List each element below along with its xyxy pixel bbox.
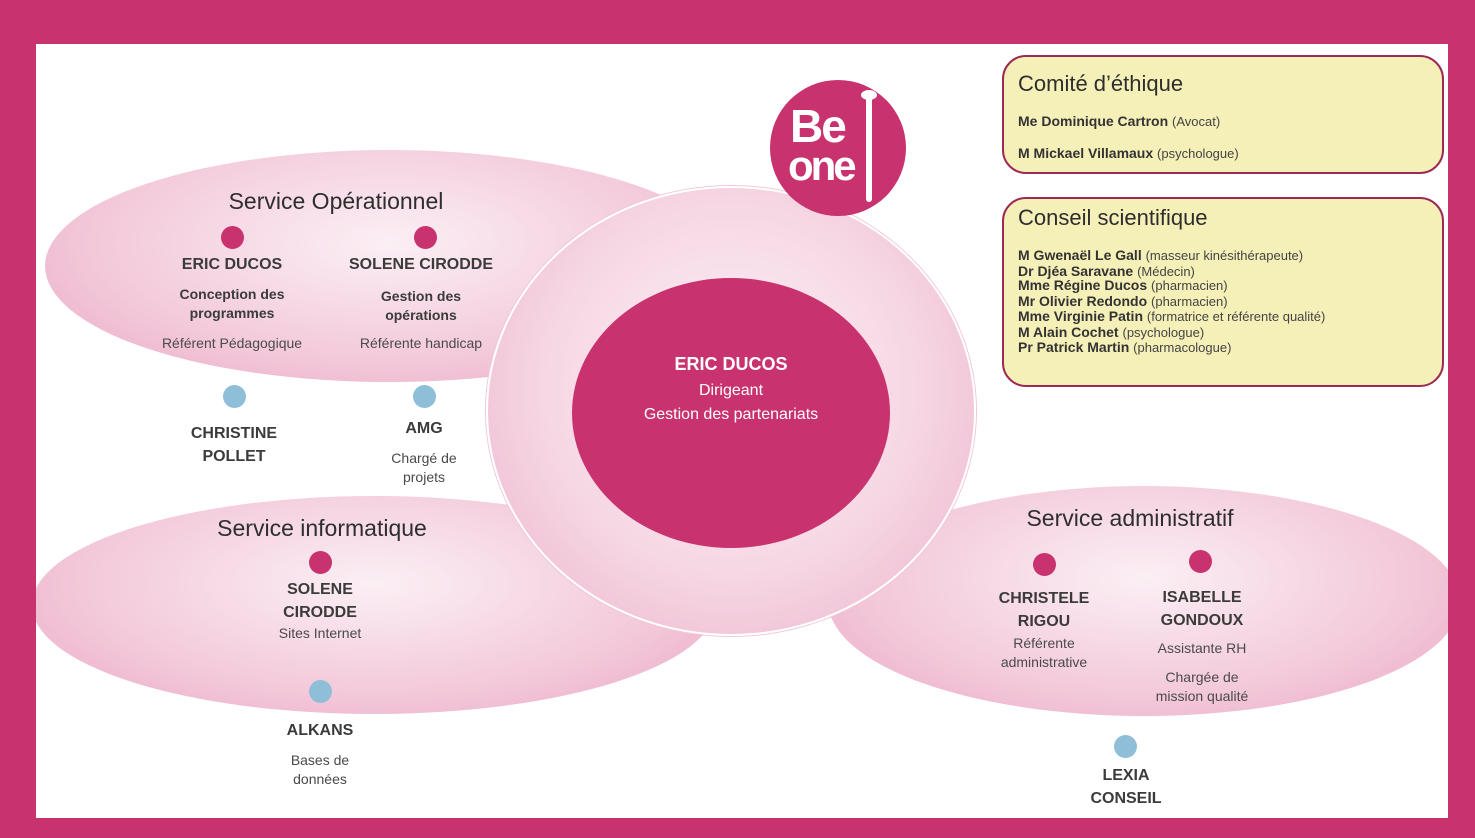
scientifique-member: Mr Olivier Redondo (pharmacien) (1018, 293, 1228, 309)
member-name: Me Dominique Cartron (1018, 113, 1169, 129)
sa-ext1-line1: LEXIA (1102, 767, 1150, 784)
so-person1-role-2: programmes (189, 305, 275, 321)
member-name: Mme Régine Ducos (1018, 277, 1148, 293)
si-person1-role: Sites Internet (278, 625, 362, 641)
center-role-1: Dirigeant (698, 382, 764, 399)
member-qualification: (formatrice et référente qualité) (1146, 309, 1326, 324)
external-member-dot (1114, 735, 1137, 758)
so-person2-name: SOLENE CIRODDE (348, 256, 493, 273)
member-name: Mme Virginie Patin (1018, 308, 1143, 324)
member-name: Mr Olivier Redondo (1018, 293, 1148, 309)
service-operationnel-title: Service Opérationnel (228, 188, 444, 214)
so-person2-ref: Référente handicap (359, 335, 483, 351)
so-ext1-line2: POLLET (202, 448, 266, 465)
scientifique-member: Pr Patrick Martin (pharmacologue) (1018, 339, 1231, 355)
center-inner-circle (572, 278, 890, 548)
so-ext2-role-1: Chargé de (391, 450, 457, 466)
sa-person1-role-2: administrative (1000, 654, 1088, 670)
conseil-scientifique-box: Conseil scientifique M Gwenaël Le Gall (… (1002, 197, 1444, 387)
member-qualification: (pharmacien) (1151, 278, 1228, 293)
comite-ethique-box: Comité d’éthique Me Dominique Cartron (A… (1002, 55, 1444, 174)
center-role-2: Gestion des partenariats (643, 406, 819, 423)
si-ext1-role-2: données (293, 771, 347, 787)
member-name: M Mickael Villamaux (1018, 145, 1154, 161)
member-qualification: (Médecin) (1137, 264, 1195, 279)
comite-ethique-title: Comité d’éthique (1018, 71, 1184, 96)
internal-member-dot (221, 226, 244, 249)
logo-be: Be (790, 100, 847, 152)
sa-person1-line2: RIGOU (1017, 613, 1071, 630)
internal-member-dot (309, 551, 332, 574)
member-qualification: (psychologue) (1122, 325, 1205, 340)
sa-person1-role-1: Référente (1013, 635, 1075, 651)
sa-person2-line1: ISABELLE (1162, 589, 1242, 606)
sa-person2-role2-2: mission qualité (1155, 688, 1249, 704)
so-person2-role-2: opérations (385, 307, 457, 323)
si-person1-line2: CIRODDE (283, 604, 357, 621)
internal-member-dot (414, 226, 437, 249)
sa-person2-role2-1: Chargée de (1165, 669, 1239, 685)
member-name: M Gwenaël Le Gall (1018, 247, 1142, 263)
service-informatique-title: Service informatique (217, 515, 427, 541)
internal-member-dot (1189, 550, 1212, 573)
external-member-dot (223, 385, 246, 408)
si-ext1-role-1: Bases de (290, 752, 350, 768)
sa-person1-line1: CHRISTELE (998, 590, 1090, 607)
sa-person2-line2: GONDOUX (1160, 612, 1244, 629)
member-qualification: (Avocat) (1172, 114, 1221, 129)
scientifique-member: Dr Djéa Saravane (Médecin) (1018, 263, 1195, 279)
so-person1-name: ERIC DUCOS (181, 256, 283, 273)
sa-person2-role: Assistante RH (1157, 640, 1247, 656)
so-person1-role-1: Conception des (179, 286, 285, 302)
member-qualification: (masseur kinésithérapeute) (1145, 248, 1304, 263)
ethique-member: Me Dominique Cartron (Avocat) (1018, 113, 1220, 129)
scientifique-member: Mme Régine Ducos (pharmacien) (1018, 277, 1228, 293)
caduceus-icon (866, 94, 872, 202)
scientifique-member: M Gwenaël Le Gall (masseur kinésithérape… (1018, 247, 1303, 263)
caduceus-top-icon (861, 90, 877, 100)
member-name: M Alain Cochet (1018, 324, 1119, 340)
ethique-member: M Mickael Villamaux (psychologue) (1018, 145, 1239, 161)
service-administratif-title: Service administratif (1026, 505, 1234, 531)
internal-member-dot (1033, 553, 1056, 576)
so-ext2-role-2: projets (402, 469, 446, 485)
diagram-canvas: ERIC DUCOS Dirigeant Gestion des partena… (36, 44, 1448, 818)
external-member-dot (413, 385, 436, 408)
scientifique-member: Mme Virginie Patin (formatrice et référe… (1018, 308, 1325, 324)
member-name: Dr Djéa Saravane (1018, 263, 1134, 279)
external-member-dot (309, 680, 332, 703)
center-name: ERIC DUCOS (674, 354, 788, 374)
si-ext1-name: ALKANS (286, 722, 354, 739)
so-ext1-line1: CHRISTINE (190, 425, 278, 442)
si-person1-line1: SOLENE (287, 581, 353, 598)
scientifique-member: M Alain Cochet (psychologue) (1018, 324, 1204, 340)
sa-ext1-line2: CONSEIL (1090, 790, 1162, 807)
member-qualification: (pharmacologue) (1133, 340, 1232, 355)
so-person2-role-1: Gestion des (380, 288, 462, 304)
member-name: Pr Patrick Martin (1018, 339, 1130, 355)
so-ext2-name: AMG (405, 420, 443, 437)
beone-logo: Be one (770, 80, 906, 216)
member-qualification: (pharmacien) (1151, 294, 1228, 309)
logo-one: one (788, 142, 857, 189)
conseil-scientifique-title: Conseil scientifique (1018, 205, 1208, 230)
so-person1-ref: Référent Pédagogique (161, 335, 303, 351)
member-qualification: (psychologue) (1157, 146, 1239, 161)
